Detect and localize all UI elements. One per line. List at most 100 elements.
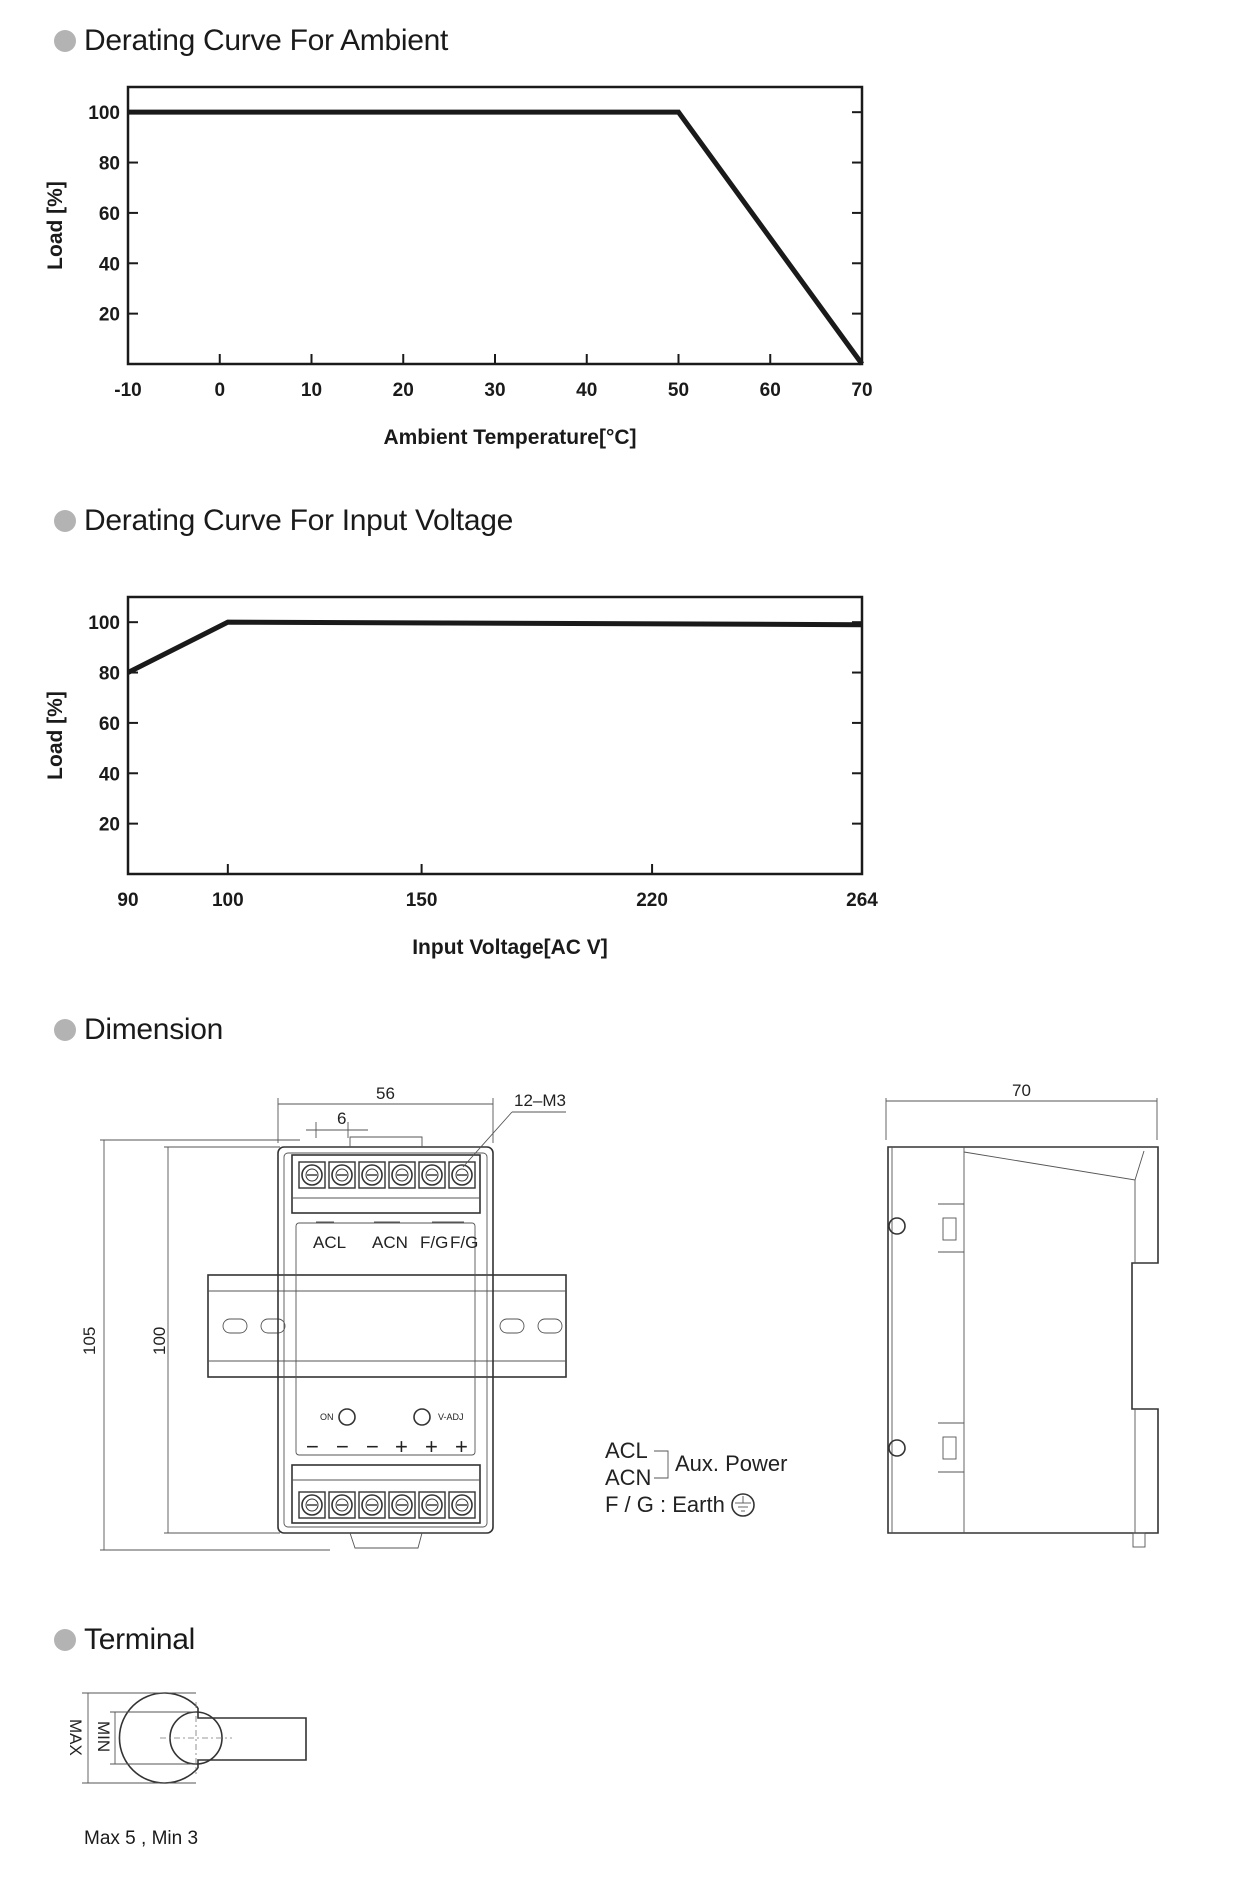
y-tick-label: 60 — [99, 714, 120, 735]
mount-hole-icon — [888, 1439, 906, 1457]
y-tick-label: 20 — [99, 305, 120, 326]
mount-hole-icon — [888, 1217, 906, 1235]
polarity-mark: − — [306, 1434, 319, 1459]
terminal-note: Max 5 , Min 3 — [84, 1828, 199, 1849]
y-tick-label: 80 — [99, 154, 120, 175]
y-tick-label: 100 — [88, 103, 120, 124]
terminal-label-acl: ACL — [313, 1233, 346, 1252]
screw-icon — [451, 1164, 473, 1186]
height-outer-dimension: 105 — [80, 1139, 330, 1551]
bullet-icon — [54, 1019, 76, 1041]
polarity-marks: − − − + + + — [306, 1434, 468, 1459]
height-inner-label: 100 — [150, 1327, 169, 1355]
x-tick-label: 0 — [214, 380, 225, 401]
width-dimension: 56 — [277, 1084, 494, 1143]
terminal-ring-lug-drawing: MAX MIN — [66, 1692, 307, 1784]
x-tick-label: 10 — [301, 380, 322, 401]
x-tick-label: 20 — [393, 380, 414, 401]
screw-inner — [365, 1168, 379, 1182]
series-line — [126, 619, 863, 675]
screw-inner — [335, 1498, 349, 1512]
din-rail — [207, 1274, 567, 1378]
y-tick-label: 20 — [99, 815, 120, 836]
y-axis-title: Load [%] — [44, 691, 67, 780]
section-title-terminal: Terminal — [54, 1623, 195, 1657]
side-view: 70 — [885, 1081, 1159, 1548]
section-title-ambient: Derating Curve For Ambient — [54, 24, 448, 58]
x-tick-label: 90 — [117, 890, 138, 911]
x-tick-label: 30 — [484, 380, 505, 401]
y-tick-label: 80 — [99, 664, 120, 685]
screw-callout: 12–M3 — [462, 1091, 566, 1168]
vadj-knob-icon — [413, 1408, 431, 1426]
y-tick-label: 60 — [99, 204, 120, 225]
on-label: ON — [320, 1412, 334, 1422]
screw-label: 12–M3 — [514, 1091, 566, 1110]
plot-frame — [126, 595, 864, 876]
y-tick-label: 100 — [88, 613, 120, 634]
width-label: 56 — [376, 1084, 395, 1103]
x-tick-label: 220 — [636, 890, 668, 911]
x-axis-title: Ambient Temperature[°C] — [383, 426, 636, 449]
screw-inner — [455, 1498, 469, 1512]
screw-icon — [301, 1164, 323, 1186]
x-tick-label: 70 — [851, 380, 872, 401]
max-label: MAX — [66, 1719, 85, 1756]
screw-icon — [361, 1494, 383, 1516]
x-tick-label: 264 — [846, 890, 878, 911]
legend-aux-power: Aux. Power — [675, 1451, 788, 1476]
section-title-input-voltage: Derating Curve For Input Voltage — [54, 504, 513, 538]
terminal-labels: ACL ACN F/G F/G — [313, 1221, 478, 1252]
terminal-label-fg1: F/G — [420, 1233, 448, 1252]
polarity-mark: − — [366, 1434, 379, 1459]
polarity-mark: + — [425, 1434, 438, 1459]
legend-acl: ACL — [605, 1438, 648, 1463]
screw-icon — [331, 1494, 353, 1516]
screw-inner — [425, 1168, 439, 1182]
top-terminal-screws — [298, 1161, 476, 1189]
screw-icon — [421, 1164, 443, 1186]
y-axis-title: Load [%] — [44, 181, 67, 270]
height-inner-dimension: 100 — [150, 1146, 280, 1534]
x-tick-label: 40 — [576, 380, 597, 401]
screw-icon — [301, 1494, 323, 1516]
screw-inner — [455, 1168, 469, 1182]
dimension-title-text: Dimension — [84, 1013, 224, 1046]
dimension-drawing: ACL ACN F/G F/G ON V-ADJ − − − + + + 56 … — [80, 1081, 1159, 1551]
series-line — [128, 109, 865, 366]
min-label: MIN — [94, 1721, 113, 1752]
legend-acn: ACN — [605, 1465, 651, 1490]
screw-icon — [391, 1164, 413, 1186]
polarity-mark: + — [395, 1434, 408, 1459]
x-tick-label: 150 — [406, 890, 438, 911]
pitch-dimension: 6 — [306, 1109, 368, 1138]
bullet-icon — [54, 30, 76, 52]
input-voltage-title-text: Derating Curve For Input Voltage — [84, 504, 513, 537]
polarity-mark: − — [336, 1434, 349, 1459]
vadj-label: V-ADJ — [438, 1412, 464, 1422]
screw-inner — [425, 1498, 439, 1512]
bottom-terminal-screws — [298, 1491, 476, 1519]
screw-icon — [421, 1494, 443, 1516]
led-indicator-icon — [338, 1408, 356, 1426]
screw-housing — [358, 1161, 386, 1189]
screw-icon — [331, 1164, 353, 1186]
screw-inner — [395, 1498, 409, 1512]
screw-inner — [365, 1498, 379, 1512]
ambient-title-text: Derating Curve For Ambient — [84, 24, 449, 57]
terminal-label-fg2: F/G — [450, 1233, 478, 1252]
screw-housing — [448, 1161, 476, 1189]
screw-inner — [395, 1168, 409, 1182]
pitch-label: 6 — [337, 1109, 346, 1128]
x-axis-title: Input Voltage[AC V] — [412, 936, 608, 959]
screw-icon — [451, 1494, 473, 1516]
screw-inner — [335, 1168, 349, 1182]
terminal-title-text: Terminal — [84, 1623, 195, 1656]
x-tick-label: 60 — [760, 380, 781, 401]
terminal-label-acn: ACN — [372, 1233, 408, 1252]
screw-icon — [361, 1164, 383, 1186]
screw-icon — [391, 1494, 413, 1516]
x-tick-label: 50 — [668, 380, 689, 401]
x-tick-label: 100 — [212, 890, 244, 911]
